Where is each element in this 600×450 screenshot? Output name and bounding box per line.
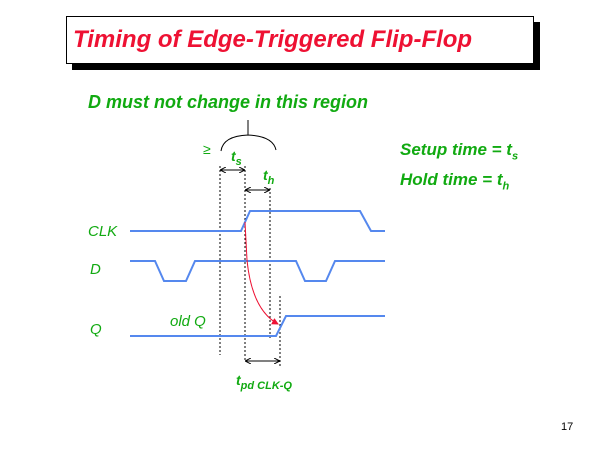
old-q-label: old Q bbox=[170, 313, 206, 330]
d-label: D bbox=[90, 261, 101, 278]
setup-sub: s bbox=[511, 150, 519, 163]
ts-t: t bbox=[231, 148, 236, 164]
ts-sub: s bbox=[235, 155, 242, 168]
tpd-sub: pd CLK-Q bbox=[240, 379, 292, 392]
th-sub: h bbox=[267, 174, 275, 187]
th-t: t bbox=[263, 167, 268, 183]
region-brace bbox=[220, 120, 277, 152]
hold-time-def: Hold time = th bbox=[400, 168, 518, 198]
subtitle: D must not change in this region bbox=[88, 92, 369, 112]
clk-label: CLK bbox=[88, 223, 118, 240]
clk-waveform bbox=[130, 210, 385, 232]
setup-time-def: Setup time = ts bbox=[400, 138, 518, 168]
clk-to-q-causal-arrow bbox=[244, 221, 279, 325]
ge-symbol: ≥ bbox=[203, 141, 211, 157]
hold-label: Hold time = t bbox=[400, 170, 503, 190]
d-waveform bbox=[130, 260, 385, 282]
page-number: 17 bbox=[561, 421, 574, 433]
setup-label: Setup time = t bbox=[400, 140, 512, 159]
definitions: Setup time = ts Hold time = th bbox=[400, 138, 518, 199]
tpd-t: t bbox=[236, 372, 241, 388]
q-label: Q bbox=[90, 321, 102, 338]
q-waveform bbox=[130, 315, 385, 337]
title-box: Timing of Edge-Triggered Flip-Flop bbox=[66, 16, 534, 64]
tpd-label: tpd CLK-Q bbox=[236, 372, 292, 392]
ts-label: ts bbox=[231, 148, 242, 168]
slide-title: Timing of Edge-Triggered Flip-Flop bbox=[73, 26, 473, 53]
th-label: th bbox=[263, 167, 274, 187]
hold-sub: h bbox=[502, 180, 510, 193]
